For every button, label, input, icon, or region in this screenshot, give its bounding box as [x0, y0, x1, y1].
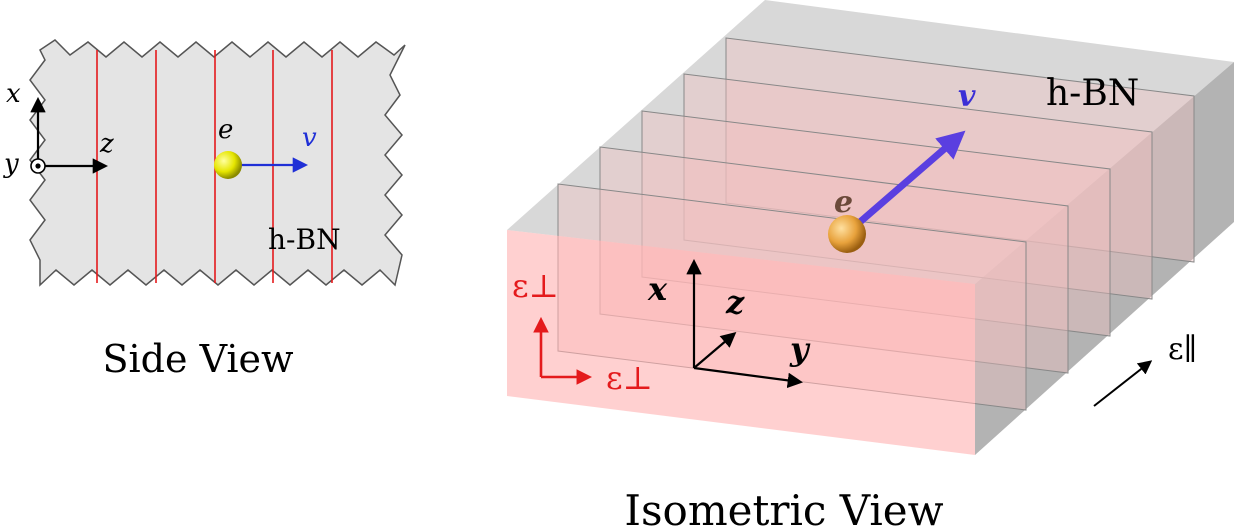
eps-perp-horizontal-label: ε⊥ — [606, 359, 653, 397]
electron — [828, 215, 866, 253]
z-axis-label: z — [99, 129, 114, 159]
side-view: x y z e v h-BN Side View — [3, 39, 406, 381]
y-axis-dot — [35, 163, 41, 169]
electron-label: e — [218, 115, 233, 145]
electron — [214, 151, 242, 179]
z-axis-label: z — [725, 283, 745, 321]
x-axis-label: x — [647, 270, 668, 308]
side-view-caption: Side View — [102, 337, 293, 381]
y-axis-arrow — [693, 366, 804, 389]
eps-perp-vertical-label: ε⊥ — [512, 267, 559, 305]
velocity-label: v — [302, 123, 317, 153]
isometric-view-caption: Isometric View — [624, 486, 943, 532]
material-label: h-BN — [268, 223, 341, 256]
velocity-arrow — [857, 130, 966, 225]
velocity-label: v — [958, 79, 976, 114]
material-label: h-BN — [1046, 73, 1139, 114]
y-axis-label: y — [3, 149, 19, 179]
eps-parallel-label: ε∥ — [1168, 332, 1197, 367]
isometric-view: e v h-BN x z y ε⊥ ε⊥ ε∥ Isometric View — [507, 0, 1234, 532]
z-axis-arrow — [693, 332, 737, 369]
slab-front-face — [507, 230, 975, 455]
y-axis-label: y — [789, 330, 811, 368]
eps-parallel-arrow — [1093, 360, 1153, 407]
electron-label: e — [834, 185, 853, 220]
slab-right-face — [975, 62, 1234, 455]
slab-top-face — [507, 0, 1234, 284]
x-axis-label: x — [6, 79, 21, 109]
